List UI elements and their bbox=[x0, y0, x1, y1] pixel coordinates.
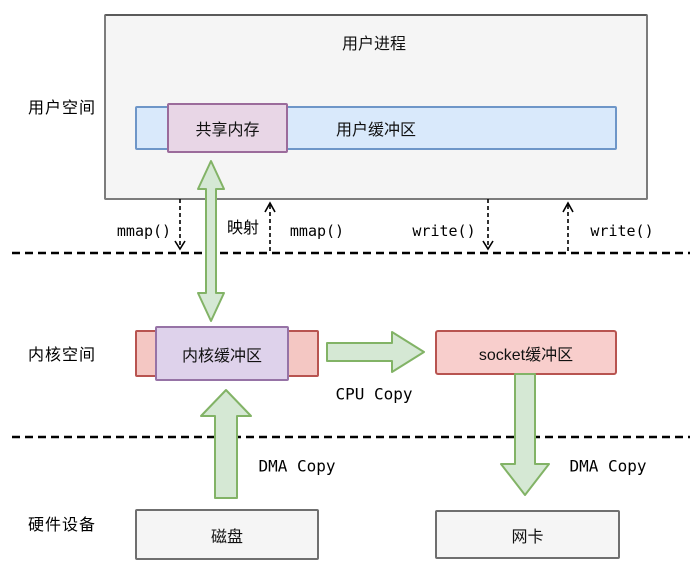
kernel-buffer-box: 内核缓冲区 bbox=[155, 326, 289, 381]
up-arrowhead-icon bbox=[264, 201, 276, 213]
user-process-title: 用户进程 bbox=[341, 36, 406, 53]
socket-buffer-box: socket缓冲区 bbox=[435, 330, 617, 375]
mapping-label: 映射 bbox=[226, 220, 260, 237]
dma-copy-left-label: DMA Copy bbox=[258, 456, 336, 476]
cpu-copy-label: CPU Copy bbox=[335, 384, 413, 404]
mmap-left-label: mmap() bbox=[116, 222, 172, 240]
cpu-copy-arrow bbox=[326, 331, 425, 373]
hardware-layer-label: 硬件设备 bbox=[27, 517, 97, 534]
down-arrowhead-icon bbox=[174, 240, 186, 251]
disk-box: 磁盘 bbox=[135, 509, 319, 560]
down-arrowhead-icon bbox=[482, 240, 494, 251]
dma-copy-right-label: DMA Copy bbox=[569, 456, 647, 476]
nic-box: 网卡 bbox=[435, 510, 620, 559]
write-right-label: write() bbox=[590, 222, 654, 240]
write-left-label: write() bbox=[412, 222, 476, 240]
mmap-right-label: mmap() bbox=[289, 222, 345, 240]
user-space-layer-label: 用户空间 bbox=[27, 100, 97, 117]
up-arrowhead-icon bbox=[562, 201, 574, 213]
kernel-space-layer-label: 内核空间 bbox=[27, 347, 97, 364]
dma-copy-down-arrow bbox=[500, 373, 550, 496]
dma-copy-up-arrow bbox=[200, 389, 252, 499]
shared-memory-box: 共享内存 bbox=[167, 103, 288, 153]
